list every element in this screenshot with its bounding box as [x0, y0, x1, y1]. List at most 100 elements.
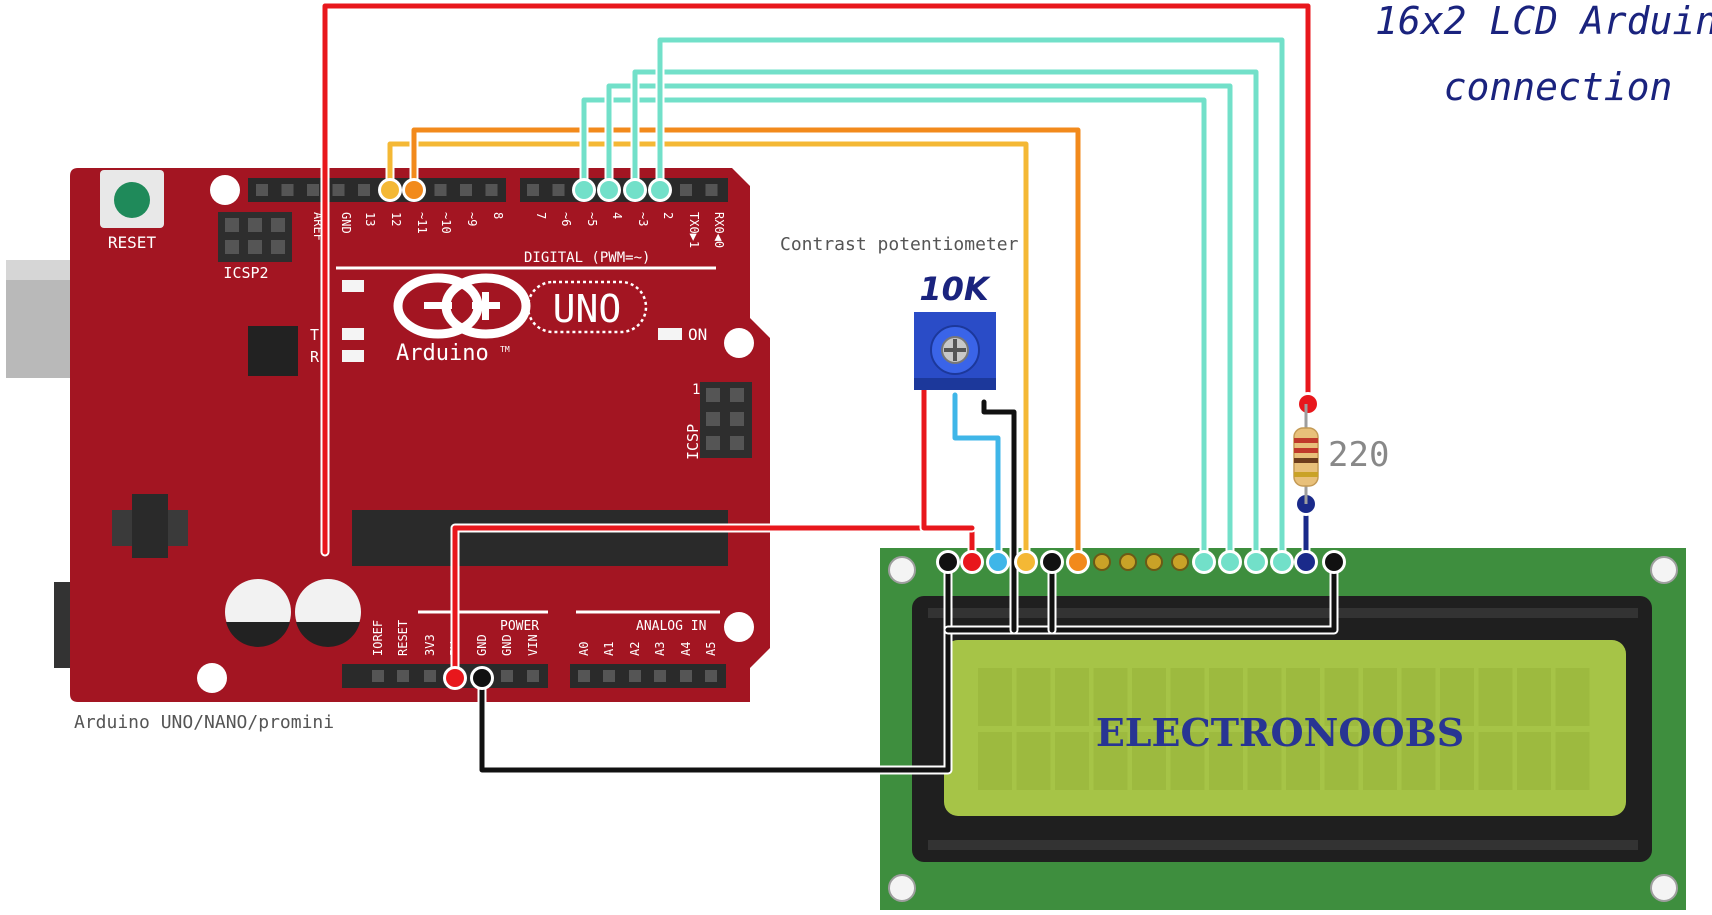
lcd-mount-hole	[888, 874, 916, 902]
wire-d7	[657, 37, 1285, 565]
analog-pin-label: A5	[704, 642, 718, 656]
mounting-hole	[724, 328, 754, 358]
analog-label: ANALOG IN	[636, 619, 706, 634]
lcd-cell	[978, 732, 1012, 790]
lcd-module: ELECTRONOOBS	[880, 548, 1686, 910]
led-on	[658, 328, 682, 340]
header-pin	[281, 184, 294, 196]
digital-pin-label: 12	[389, 212, 403, 226]
lcd-pin	[1119, 553, 1137, 571]
icsp-header	[700, 382, 752, 458]
led-rx	[342, 350, 364, 362]
lcd-cell	[1440, 668, 1474, 726]
header-pin	[654, 670, 666, 682]
digital-pin-label: 8	[491, 212, 505, 219]
wire-endpoint	[1069, 553, 1087, 571]
wire-endpoint	[1195, 553, 1213, 571]
lcd-cell	[1170, 668, 1205, 726]
analog-pin-label: A2	[628, 642, 642, 656]
led-l	[342, 280, 364, 292]
potentiometer-caption: Contrast potentiometer	[780, 234, 1019, 255]
header-pin	[485, 184, 498, 196]
digital-pin-label: ~9	[465, 212, 479, 226]
resistor	[1293, 404, 1319, 504]
header-pin	[527, 670, 539, 682]
wire-endpoints	[378, 178, 1346, 690]
lcd-pin	[1093, 553, 1111, 571]
digital-pin-label: ~11	[415, 212, 429, 234]
led-tx	[342, 328, 364, 340]
header-pin	[256, 184, 268, 196]
wire-endpoint	[989, 553, 1007, 571]
analog-pin-label: A4	[679, 642, 693, 656]
header-pin	[501, 670, 513, 682]
header-pin	[307, 184, 319, 196]
wire-endpoint	[1247, 553, 1265, 571]
resistor-value: 220	[1328, 435, 1389, 475]
header-pin	[705, 184, 718, 196]
digital-pin-label: ~6	[559, 212, 573, 226]
header-pin	[434, 184, 447, 196]
digital-pin-label: ~5	[585, 212, 599, 226]
lcd-cell	[1209, 668, 1243, 726]
lcd-pin	[1171, 553, 1189, 571]
lcd-cell	[1324, 732, 1359, 790]
lcd-cell	[1093, 668, 1128, 726]
digital-pin-label: 13	[363, 212, 377, 226]
lcd-cell	[1055, 668, 1089, 726]
reset-label: RESET	[108, 233, 157, 252]
analog-pin-label: A0	[577, 642, 591, 656]
lcd-cell	[1363, 668, 1397, 726]
header-pin	[397, 670, 409, 682]
lcd-display-text: ELECTRONOOBS	[1096, 710, 1464, 755]
uno-badge	[526, 280, 648, 334]
capacitor	[225, 579, 291, 647]
arduino-pcb	[70, 168, 770, 702]
icsp2-header	[218, 212, 292, 262]
lcd-cell	[978, 668, 1012, 726]
wire-pot-gnd	[981, 399, 1017, 633]
reset-button-cap[interactable]	[114, 182, 150, 218]
trademark: TM	[500, 345, 510, 354]
wire-pot-vcc	[921, 387, 975, 531]
icsp2-label: ICSP2	[223, 264, 268, 282]
tx-label: T	[310, 326, 319, 344]
lcd-cell	[1016, 668, 1051, 726]
wire-d4	[581, 97, 1207, 565]
potentiometer[interactable]	[914, 312, 996, 390]
lcd-cell	[1517, 668, 1551, 726]
wire-endpoint	[1297, 553, 1315, 571]
header-pin	[424, 670, 436, 682]
wire-endpoint	[473, 669, 491, 687]
header-pin	[460, 184, 472, 196]
title-line-1: 16x2 LCD Arduino	[1375, 0, 1712, 43]
arduino-brand: Arduino	[396, 341, 489, 366]
lcd-cell	[1401, 668, 1436, 726]
lcd-mount-hole	[888, 556, 916, 584]
lcd-cell	[1440, 732, 1474, 790]
header-pin	[603, 670, 615, 682]
power-pin-label: GND	[500, 634, 514, 656]
header-pin	[332, 184, 345, 196]
header-pin	[527, 184, 539, 196]
lcd-cell	[1209, 732, 1243, 790]
lcd-cell	[1286, 732, 1320, 790]
usb-chip	[248, 326, 298, 376]
wire-gnd-bus	[945, 559, 1337, 633]
wire-endpoint	[575, 181, 593, 199]
uno-label: UNO	[553, 287, 622, 331]
wire-contrast	[952, 392, 1001, 565]
wire-endpoint	[1325, 553, 1343, 571]
lcd-cell	[1247, 732, 1282, 790]
lcd-pin	[1145, 553, 1163, 571]
lcd-cell	[1286, 668, 1320, 726]
wires	[320, 1, 1339, 775]
capacitor	[295, 579, 361, 647]
digital-label: DIGITAL (PWM=~)	[524, 250, 650, 266]
digital-pin-label: ~10	[439, 212, 453, 234]
wire-gnd	[479, 559, 951, 773]
lcd-cell	[1170, 732, 1205, 790]
lcd-cell	[1016, 732, 1051, 790]
